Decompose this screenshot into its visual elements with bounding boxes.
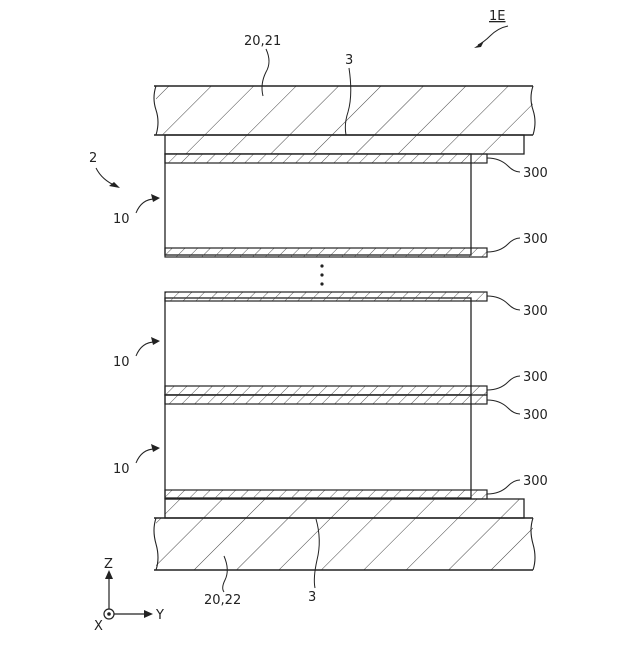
film-300-a	[165, 154, 487, 163]
label-film-e: 300	[523, 408, 548, 423]
label-bottom-electrode: 20,22	[204, 593, 241, 608]
label-top-electrode: 20,21	[244, 34, 281, 49]
film-300-c	[165, 292, 487, 301]
top-electrode-block	[154, 86, 535, 135]
label-film-c: 300	[523, 304, 548, 319]
label-assembly: 2	[89, 151, 97, 166]
film-300-d	[165, 386, 487, 395]
coordinate-axes: Z Y X	[94, 557, 164, 634]
bottom-electrode-block	[154, 518, 535, 570]
label-cell-2: 10	[113, 355, 130, 370]
bottom-layer-3	[165, 499, 524, 518]
axis-label-y: Y	[155, 608, 164, 623]
label-cell-3: 10	[113, 462, 130, 477]
cell-1	[165, 154, 471, 255]
cell-2	[165, 298, 471, 395]
label-film-f: 300	[523, 474, 548, 489]
label-top-layer: 3	[345, 53, 353, 68]
axis-label-z: Z	[104, 557, 113, 572]
label-film-a: 300	[523, 166, 548, 181]
label-film-d: 300	[523, 370, 548, 385]
label-cell-1: 10	[113, 212, 130, 227]
cell-3	[165, 395, 471, 498]
film-300-e	[165, 395, 487, 404]
label-bottom-layer: 3	[308, 590, 316, 605]
label-figure-ref: 1E	[489, 9, 506, 24]
axis-label-x: X	[94, 619, 103, 634]
continuation-dots	[320, 264, 323, 285]
film-300-b	[165, 248, 487, 257]
top-layer-3	[165, 135, 524, 154]
film-300-f	[165, 490, 487, 499]
label-film-b: 300	[523, 232, 548, 247]
